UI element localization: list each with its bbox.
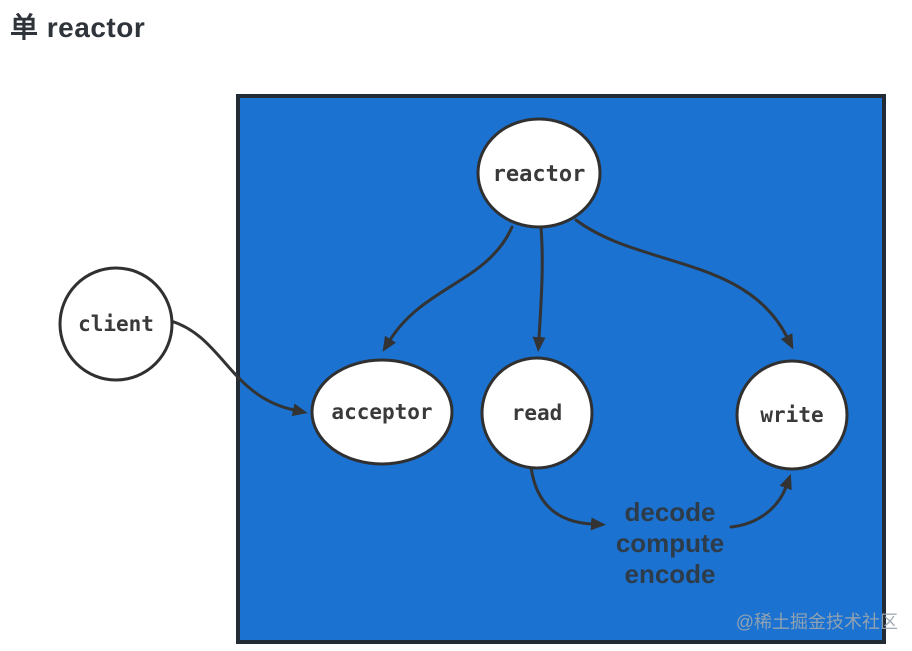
process-step-compute: compute xyxy=(616,528,724,558)
edge-reactor-write xyxy=(574,218,794,350)
node-client: client xyxy=(58,266,174,382)
reactor-circle xyxy=(476,117,602,229)
edge-process-write xyxy=(729,473,792,529)
node-acceptor: acceptor xyxy=(310,358,454,466)
node-read: read xyxy=(480,356,594,470)
process-step-encode: encode xyxy=(624,559,715,589)
edge-read-process xyxy=(529,465,606,531)
write-circle xyxy=(735,359,849,471)
node-reactor: reactor xyxy=(476,117,602,229)
edge-client-acceptor xyxy=(169,319,308,417)
process-steps-label: decode compute encode xyxy=(616,497,724,589)
read-label: read xyxy=(512,401,563,425)
acceptor-circle xyxy=(310,358,454,466)
write-label: write xyxy=(760,403,823,427)
read-circle xyxy=(480,356,594,470)
node-write: write xyxy=(735,359,849,471)
reactor-label: reactor xyxy=(493,162,586,187)
acceptor-label: acceptor xyxy=(331,400,432,424)
process-step-decode: decode xyxy=(624,497,715,527)
client-label: client xyxy=(78,312,154,336)
watermark: @稀土掘金技术社区 xyxy=(736,612,898,632)
client-circle xyxy=(58,266,174,382)
edge-reactor-read xyxy=(532,226,546,352)
page-title: 单 reactor xyxy=(10,12,146,43)
edge-reactor-acceptor xyxy=(382,225,514,352)
